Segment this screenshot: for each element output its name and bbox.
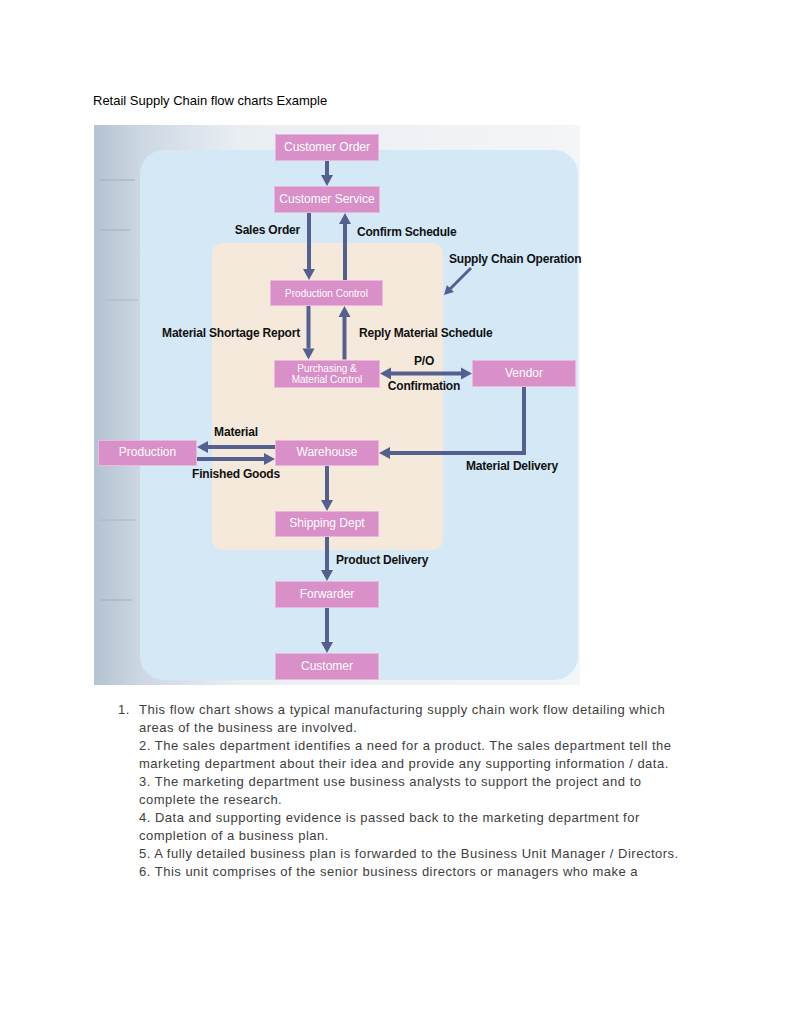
list-paragraph: 5. A fully detailed business plan is for… xyxy=(139,845,697,863)
flow-arrow xyxy=(339,213,351,280)
edge-label: Finished Goods xyxy=(192,467,280,481)
arrow-head xyxy=(197,441,208,453)
flow-arrow xyxy=(321,608,333,653)
edge-label: Material xyxy=(214,425,258,439)
edge-label: Confirm Schedule xyxy=(357,225,456,239)
outer-band xyxy=(140,150,578,680)
arrow-line xyxy=(343,224,347,280)
flow-arrow xyxy=(197,441,275,453)
texture-line xyxy=(100,520,136,521)
process-box: Customer Order xyxy=(275,134,379,161)
list-paragraph: 4. Data and supporting evidence is passe… xyxy=(139,809,697,845)
arrow-head xyxy=(339,213,351,224)
edge-label: Material Shortage Report xyxy=(162,326,300,340)
arrow-head xyxy=(264,453,275,465)
arrow-head xyxy=(321,500,333,511)
texture-line xyxy=(100,230,130,231)
arrow-line xyxy=(325,537,329,570)
leader-line xyxy=(450,268,471,289)
arrow-line xyxy=(391,372,461,376)
edge-label: Product Delivery xyxy=(336,553,428,567)
arrow-head xyxy=(303,349,315,360)
box-text: Vendor xyxy=(505,367,543,380)
box-text: Production xyxy=(119,446,176,459)
arrow-head xyxy=(321,175,333,186)
box-text: Shipping Dept xyxy=(289,517,364,530)
box-text: Production Control xyxy=(285,288,368,299)
box-text: Purchasing & Material Control xyxy=(279,363,375,385)
arrow-head xyxy=(461,368,472,380)
list-paragraph: 6. This unit comprises of the senior bus… xyxy=(139,863,697,881)
arrow-line xyxy=(390,387,524,453)
arrow-head xyxy=(380,368,391,380)
texture-line xyxy=(105,300,138,301)
box-text: Warehouse xyxy=(297,446,358,459)
arrow-line xyxy=(208,445,275,449)
process-box: Vendor xyxy=(472,360,576,387)
leader-head xyxy=(444,285,454,295)
process-box: Production xyxy=(98,440,197,466)
list-paragraph: 2. The sales department identifies a nee… xyxy=(139,737,697,773)
process-box: Warehouse xyxy=(275,440,379,466)
edge-label: Sales Order xyxy=(235,223,300,237)
arrow-head xyxy=(303,269,315,280)
arrow-line xyxy=(325,466,329,500)
flow-arrow xyxy=(339,306,351,360)
box-text: Customer Service xyxy=(279,193,374,206)
process-box: Customer Service xyxy=(274,186,380,213)
list-paragraph: 3. The marketing department use business… xyxy=(139,773,697,809)
arrow-line xyxy=(343,317,347,360)
arrow-line xyxy=(197,457,264,461)
box-text: Forwarder xyxy=(300,588,355,601)
arrow-head xyxy=(379,447,390,459)
arrow-line xyxy=(307,213,311,269)
flow-arrow xyxy=(321,466,333,511)
process-box: Purchasing & Material Control xyxy=(274,360,380,388)
edge-label: Reply Material Schedule xyxy=(359,326,492,340)
list-number: 1. xyxy=(118,701,130,719)
edge-label: Material Delivery xyxy=(466,459,558,473)
flow-arrow xyxy=(380,368,472,380)
arrow-line xyxy=(325,161,329,175)
box-text: Customer Order xyxy=(284,141,370,154)
edge-label: Confirmation xyxy=(388,379,460,393)
arrow-head xyxy=(339,306,351,317)
callout-label: Supply Chain Operation xyxy=(449,252,581,266)
page-title: Retail Supply Chain flow charts Example xyxy=(93,93,327,108)
picture-ground xyxy=(94,125,580,685)
arrow-head xyxy=(321,642,333,653)
flow-arrow xyxy=(321,537,333,581)
flow-arrow xyxy=(379,387,524,459)
flow-arrow xyxy=(303,306,315,360)
arrow-line xyxy=(307,306,311,349)
texture-line xyxy=(100,600,132,601)
flow-arrow xyxy=(321,161,333,186)
process-box: Production Control xyxy=(270,280,383,306)
arrow-head xyxy=(321,570,333,581)
list-body: This flow chart shows a typical manufact… xyxy=(139,701,697,881)
process-box: Forwarder xyxy=(275,581,379,608)
arrow-line xyxy=(325,608,329,642)
edge-label: P/O xyxy=(414,354,434,368)
flow-arrow xyxy=(303,213,315,280)
process-box: Shipping Dept xyxy=(275,511,379,537)
flow-arrow xyxy=(197,453,275,465)
box-text: Customer xyxy=(301,660,353,673)
texture-line xyxy=(100,180,135,181)
process-box: Customer xyxy=(275,653,379,680)
list-paragraph: This flow chart shows a typical manufact… xyxy=(139,701,697,737)
